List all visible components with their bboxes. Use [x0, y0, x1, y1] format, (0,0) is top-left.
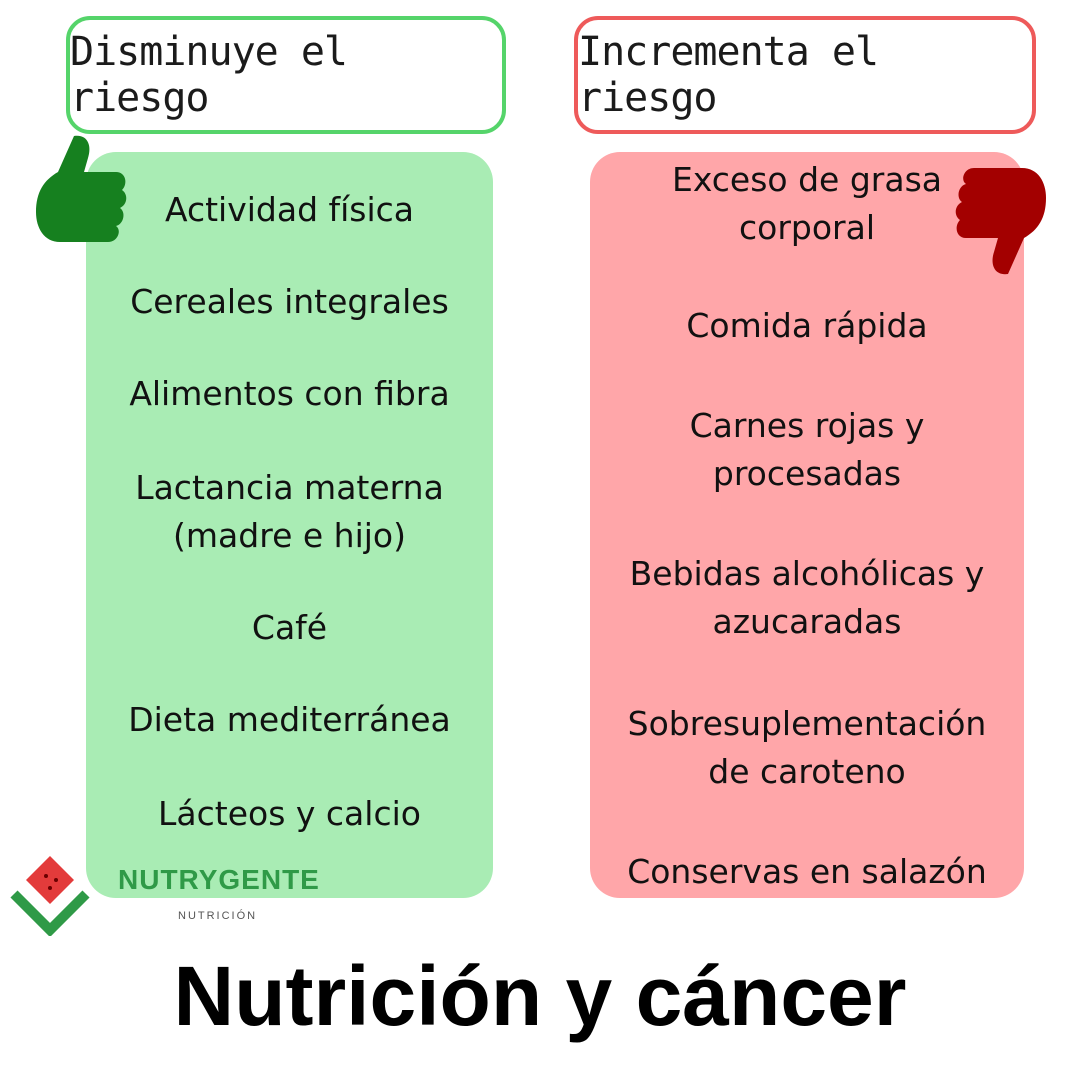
page-title: Nutrición y cáncer	[173, 949, 907, 1043]
increase-risk-header: Incrementa el riesgo	[574, 16, 1036, 134]
list-item: Conservas en salazón	[627, 852, 987, 891]
thumbs-up-icon	[36, 135, 127, 242]
increase-risk-panel: Exceso de grasa corporal Comida rápida C…	[590, 152, 1024, 898]
thumbs-down-icon	[955, 168, 1046, 275]
list-item: Dieta mediterránea	[128, 700, 451, 739]
list-item: Cereales integrales	[130, 282, 449, 321]
increase-risk-title: Incrementa el riesgo	[578, 29, 879, 121]
brand-name: NUTRYGENTE	[118, 864, 320, 895]
list-item: Café	[251, 608, 328, 647]
list-item: Lácteos y calcio	[158, 794, 421, 833]
list-item: Actividad física	[164, 190, 415, 229]
list-item: Sobresuplementación de caroteno	[627, 704, 987, 791]
list-item: Bebidas alcohólicas y azucaradas	[629, 554, 985, 641]
decrease-risk-header: Disminuye el riesgo	[66, 16, 506, 134]
decrease-risk-panel: Actividad física Cereales integrales Ali…	[86, 152, 493, 898]
nutrygente-logo: NUTRYGENTE NUTRICIÓN	[10, 852, 330, 942]
list-item: Alimentos con fibra	[129, 374, 450, 413]
brand-subtitle: NUTRICIÓN	[178, 910, 258, 922]
watermelon-logo-icon	[10, 856, 90, 936]
list-item: Comida rápida	[686, 306, 928, 345]
decrease-risk-title: Disminuye el riesgo	[70, 29, 348, 121]
list-item: Carnes rojas y procesadas	[689, 406, 925, 493]
list-item: Exceso de grasa corporal	[671, 160, 942, 247]
list-item: Lactancia materna (madre e hijo)	[135, 468, 444, 555]
